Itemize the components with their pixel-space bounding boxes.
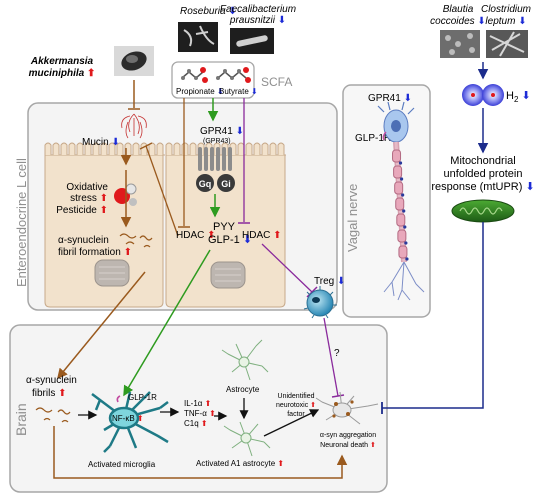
pyy-label: PYY	[213, 221, 236, 233]
myelin-segment	[398, 245, 408, 259]
a1-astrocyte-icon	[223, 421, 271, 457]
myelin-segment	[394, 181, 404, 195]
asyn-aggregation-label: α-syn aggregation	[320, 432, 376, 439]
gpr41-receptor-icon	[198, 147, 232, 171]
myelin-segment	[396, 213, 406, 227]
oxidative-label-1: Oxidative	[66, 182, 108, 193]
roseburia-micrograph	[178, 22, 218, 52]
scfa-title: SCFA	[261, 75, 292, 89]
brain-asyn-label-2: fibrils ⬆	[32, 388, 67, 399]
propionate-label: Propionate ⬇	[176, 87, 224, 96]
clostridium-micrograph	[486, 30, 528, 58]
asyn-fibril-icon	[119, 233, 153, 248]
c1q-label: C1q ⬆	[184, 419, 208, 428]
blautia-label-1: Blautia	[443, 4, 474, 15]
unidentified-label-2: neurotoxic ⬆	[276, 401, 316, 409]
gi-protein-circle	[217, 174, 235, 192]
astrocyte-icon	[221, 339, 269, 381]
vagal-side-label: Vagal nerve	[345, 184, 360, 252]
nfkb-label: NF-κB ⬆	[112, 414, 144, 423]
brain-asyn-fibril-icon	[35, 407, 71, 423]
butyrate-molecule	[216, 67, 251, 83]
myelin-segment	[395, 197, 405, 211]
node-of-ranvier	[402, 209, 406, 213]
vagal-gpr41-label: GPR41 ⬇	[368, 93, 412, 104]
astrocyte-label: Astrocyte	[226, 385, 260, 394]
mito-label-3: response (mtUPR) ⬇	[431, 181, 534, 193]
oxidative-label-2: stress ⬆	[70, 193, 108, 204]
hdac-to-treg-line	[261, 243, 313, 293]
gut-asyn-label-2: fibril formation ⬆	[58, 247, 132, 258]
brain-asyn-label-1: α-synuclein	[26, 375, 77, 386]
akkermansia-label-1: Akkermansia	[30, 56, 94, 67]
mito-label-2: unfolded protein	[444, 168, 523, 180]
il1a-label: IL-1α ⬆	[184, 399, 211, 408]
microglia-cell-icon	[91, 391, 169, 453]
myelin-segment	[397, 229, 407, 243]
glp1-to-microglia-arrow	[123, 249, 211, 397]
mucin-label: Mucin ⬇	[82, 137, 120, 148]
node-of-ranvier	[403, 225, 407, 229]
tnfa-label: TNF-α ⬆	[184, 409, 216, 418]
gut-to-brain-asyn-arrow	[57, 271, 146, 380]
treg-to-neuron-line	[323, 317, 339, 397]
neuronal-death-label: Neuronal death ⬆	[320, 441, 376, 449]
gut-side-label: Enteroendocrine L cell	[14, 158, 29, 287]
butyrate-label: Butyrate ⬇	[219, 87, 258, 96]
mucin-hdac-inhibit-line	[145, 145, 179, 237]
hdac-right-label: HDAC ⬆	[242, 230, 282, 241]
gut-gpr43-label: (GPR43)	[203, 138, 231, 145]
clostridium-label-2: leptum ⬇	[485, 16, 526, 27]
faecalibacterium-label-2: prausnitzii ⬇	[229, 15, 286, 26]
akkermansia-label-2: muciniphila ⬆	[29, 68, 96, 79]
microglia-label: Activated microglia	[88, 460, 156, 469]
node-of-ranvier	[405, 257, 409, 261]
h2-molecule-icon	[462, 84, 504, 106]
treg-cell-icon	[303, 286, 337, 319]
akkermansia-micrograph	[114, 46, 154, 76]
gq-protein-circle	[196, 174, 214, 192]
gut-asyn-label-1: α-synuclein	[58, 235, 109, 246]
mito-to-brain-line	[382, 222, 484, 409]
a1-astrocyte-label: Activated A1 astrocyte ⬆	[196, 459, 284, 468]
hdac-left-label: HDAC ⬆	[176, 230, 216, 241]
enterocyte-right	[165, 142, 286, 308]
enterocyte-left	[44, 142, 165, 308]
neuron-icon	[315, 391, 379, 425]
mitochondrion-icon	[451, 199, 515, 223]
myelin-segment	[392, 149, 402, 163]
mito-label-1: Mitochondrial	[450, 155, 515, 167]
a1-to-neuron-arrow	[263, 409, 320, 437]
myelin-segment	[393, 165, 403, 179]
gut-gpr41-label: GPR41 ⬇	[200, 126, 244, 137]
brain-side-label: Brain	[13, 403, 29, 436]
pesticide-label: Pesticide ⬆	[56, 205, 108, 216]
mucin-fibers	[121, 113, 147, 139]
clostridium-label-1: Clostridium	[481, 4, 531, 15]
unidentified-label-3: factor	[287, 411, 305, 418]
h2-label: H2 ⬇	[506, 90, 531, 104]
node-of-ranvier	[401, 193, 405, 197]
unidentified-label-1: Unidentified	[278, 393, 315, 400]
blautia-label-2: coccoides ⬇	[430, 16, 486, 27]
asyn-to-neuron-long-arrow	[53, 426, 348, 479]
faecalibacterium-micrograph	[230, 28, 274, 54]
node-of-ranvier	[398, 161, 403, 165]
gi-label: Gi	[221, 179, 231, 189]
faecalibacterium-label-1: Faecalibacterium	[220, 4, 296, 15]
gut-glp1-label: GLP-1 ⬇	[208, 234, 252, 246]
propionate-molecule	[181, 67, 208, 83]
node-of-ranvier	[404, 241, 408, 245]
gq-label: Gq	[199, 179, 212, 189]
node-of-ranvier	[400, 177, 404, 181]
question-mark: ?	[334, 348, 340, 359]
roseburia-label: Roseburia ⬇	[180, 6, 237, 17]
microglia-glp1r-label: GLP-1R	[128, 393, 157, 402]
blautia-micrograph	[440, 30, 480, 58]
treg-label: Treg ⬇	[314, 276, 345, 287]
